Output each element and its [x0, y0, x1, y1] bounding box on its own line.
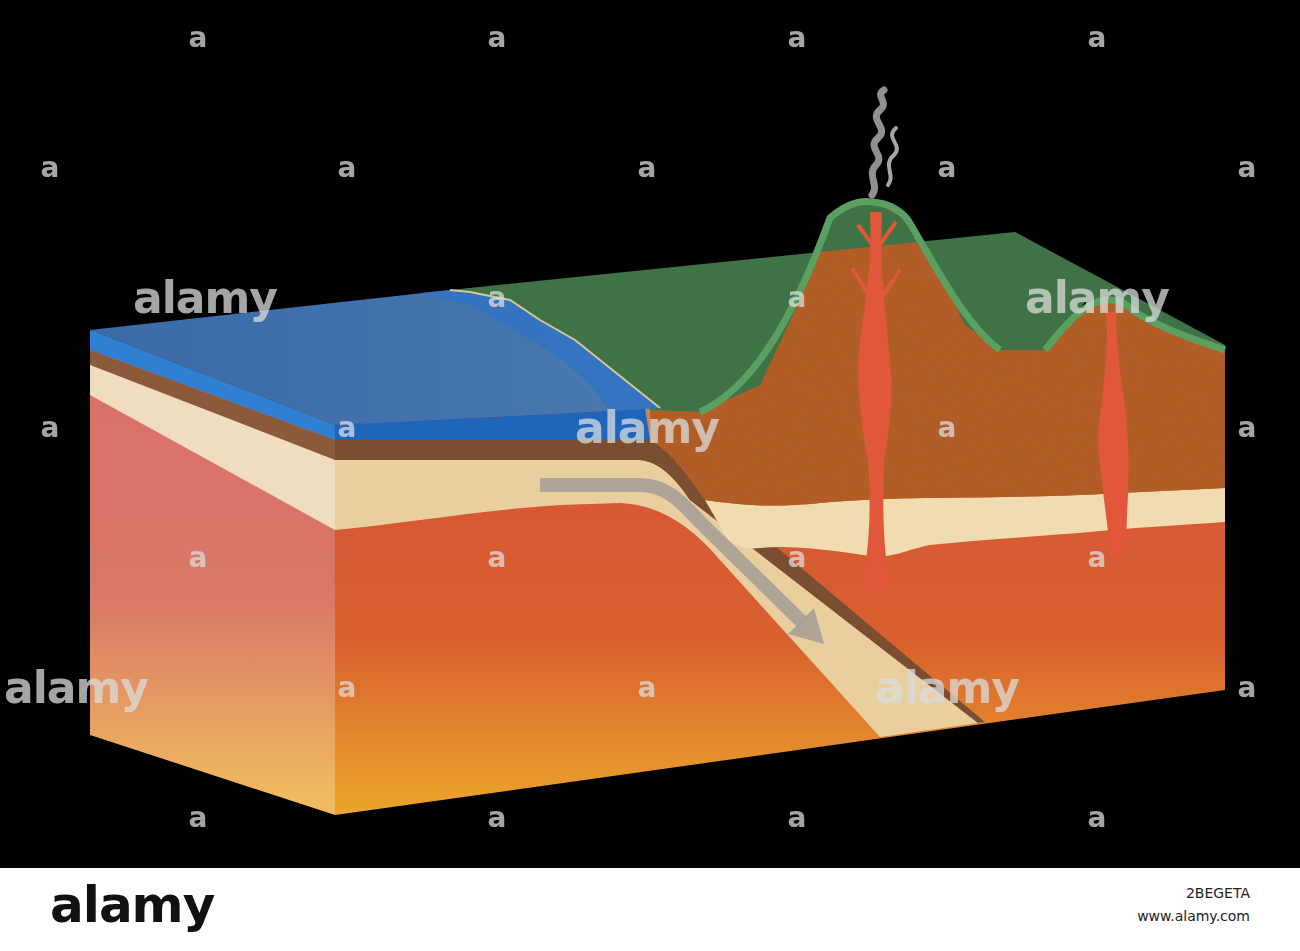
magma-conduit [858, 212, 892, 590]
watermark-letter: a [1238, 674, 1257, 702]
watermark-letter: a [788, 544, 807, 572]
watermark-letter: a [938, 154, 957, 182]
source-url: www.alamy.com [1137, 909, 1250, 923]
watermark-letter: a [338, 674, 357, 702]
image-id: 2BEGETA [1186, 886, 1250, 900]
watermark-letter: a [338, 154, 357, 182]
watermark-word: alamy [875, 666, 1019, 710]
watermark-letter: a [189, 804, 208, 832]
watermark-letter: a [488, 284, 507, 312]
watermark-word: alamy [575, 406, 719, 450]
watermark-letter: a [938, 414, 957, 442]
magma-conduit [1098, 312, 1129, 555]
watermark-letter: a [638, 154, 657, 182]
watermark-word: alamy [1025, 276, 1169, 320]
motion-arrowhead [788, 608, 824, 644]
watermark-letter: a [1088, 804, 1107, 832]
watermark-letter: a [788, 804, 807, 832]
watermark-letter: a [1238, 154, 1257, 182]
coast-shallows [420, 290, 660, 411]
watermark-letter: a [488, 804, 507, 832]
watermark-letter: a [638, 674, 657, 702]
mountain-rim [700, 202, 1000, 412]
watermark-letter: a [41, 154, 60, 182]
watermark-letter: a [41, 414, 60, 442]
watermark-letter: a [1088, 24, 1107, 52]
volcanic-smoke [872, 90, 884, 195]
watermark-word: alamy [133, 276, 277, 320]
coastline [450, 290, 660, 408]
footer-strip [0, 868, 1300, 951]
watermark-letter: a [189, 544, 208, 572]
volcanic-smoke [888, 128, 897, 185]
watermark-letter: a [189, 24, 208, 52]
magma-branch [852, 222, 900, 300]
watermark-letter: a [488, 544, 507, 572]
watermark-letter: a [1088, 544, 1107, 572]
watermark-letter: a [788, 24, 807, 52]
watermark-letter: a [488, 24, 507, 52]
watermark-letter: a [1238, 414, 1257, 442]
watermark-letter: a [788, 284, 807, 312]
stock-logo: alamy [50, 880, 214, 930]
motion-arrow [540, 485, 803, 623]
watermark-word: alamy [4, 666, 148, 710]
watermark-letter: a [338, 414, 357, 442]
